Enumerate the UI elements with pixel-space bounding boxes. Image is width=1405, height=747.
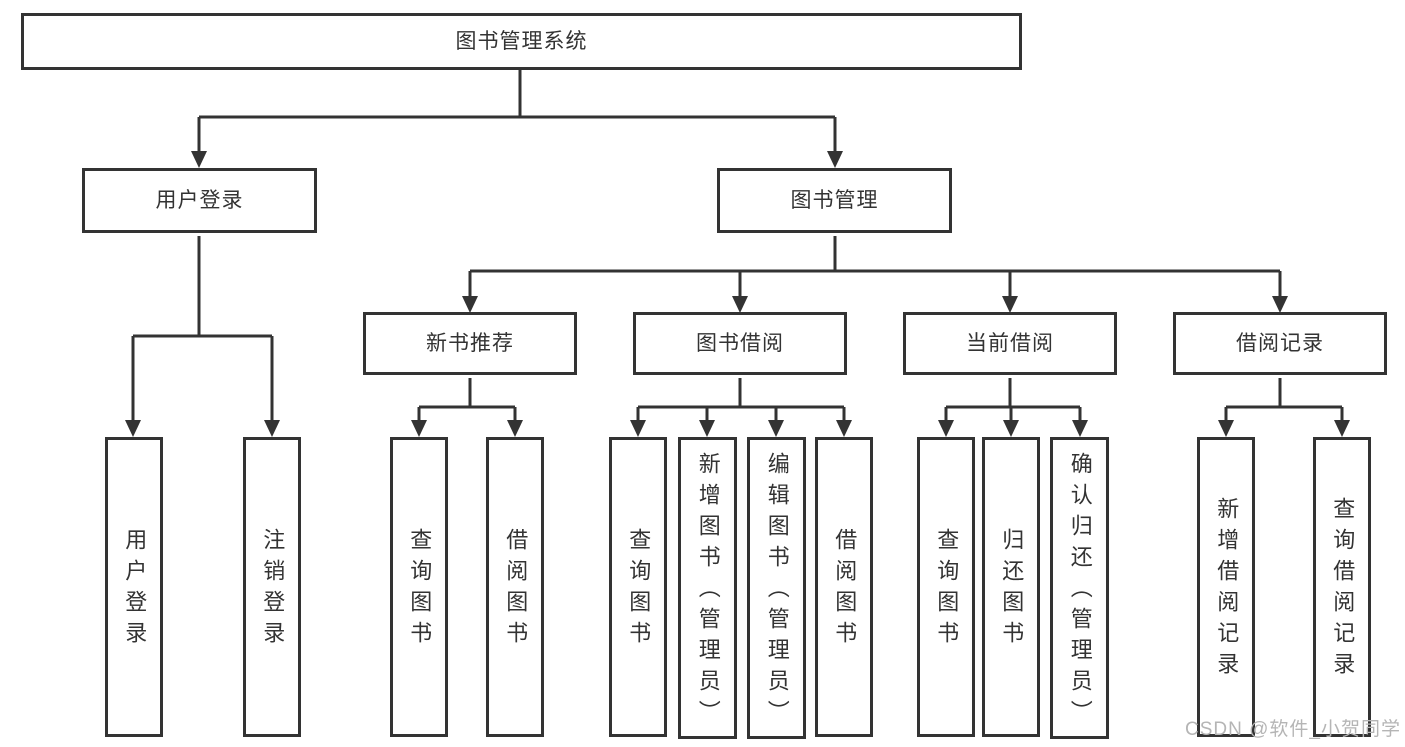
node-logout: 注销登录 — [243, 437, 301, 737]
node-query-books-recommend: 查询图书 — [390, 437, 448, 737]
node-borrowing-records: 借阅记录 — [1173, 312, 1387, 375]
arrowhead-down-icon — [191, 151, 207, 168]
connector-new-book-recommend-to-children — [411, 378, 523, 437]
node-new-book-recommend: 新书推荐 — [363, 312, 577, 375]
arrowhead-down-icon — [827, 151, 843, 168]
connector-current-borrowing-to-children — [938, 378, 1088, 437]
arrowhead-down-icon — [836, 420, 852, 437]
arrowhead-down-icon — [507, 420, 523, 437]
node-book-management: 图书管理 — [717, 168, 952, 233]
node-borrow-books-borrowing: 借阅图书 — [815, 437, 873, 737]
arrowhead-down-icon — [1003, 420, 1019, 437]
node-library-management-system: 图书管理系统 — [21, 13, 1022, 70]
arrowhead-down-icon — [1334, 420, 1350, 437]
node-book-borrowing: 图书借阅 — [633, 312, 847, 375]
connector-user-login-to-children — [125, 236, 280, 437]
node-edit-books-admin: 编辑图书（管理员） — [747, 437, 806, 739]
connector-borrowing-records-to-children — [1218, 378, 1350, 437]
arrowhead-down-icon — [630, 420, 646, 437]
node-confirm-return-admin: 确认归还（管理员） — [1050, 437, 1109, 739]
csdn-watermark: CSDN @软件_小贺同学 — [1185, 719, 1401, 740]
node-query-books-current: 查询图书 — [917, 437, 975, 737]
node-user-login-leaf: 用户登录 — [105, 437, 163, 737]
arrowhead-down-icon — [732, 296, 748, 313]
node-add-borrow-record: 新增借阅记录 — [1197, 437, 1255, 737]
arrowhead-down-icon — [411, 420, 427, 437]
node-borrow-books-recommend: 借阅图书 — [486, 437, 544, 737]
arrowhead-down-icon — [1218, 420, 1234, 437]
node-query-borrow-record: 查询借阅记录 — [1313, 437, 1371, 737]
arrowhead-down-icon — [768, 420, 784, 437]
arrowhead-down-icon — [1272, 296, 1288, 313]
node-query-books-borrowing: 查询图书 — [609, 437, 667, 737]
node-user-login: 用户登录 — [82, 168, 317, 233]
node-return-books: 归还图书 — [982, 437, 1040, 737]
node-add-books-admin: 新增图书（管理员） — [678, 437, 737, 739]
arrowhead-down-icon — [462, 296, 478, 313]
connector-book-management-to-level3 — [462, 236, 1288, 313]
arrowhead-down-icon — [699, 420, 715, 437]
connector-root-to-level2 — [191, 70, 843, 168]
arrowhead-down-icon — [938, 420, 954, 437]
arrowhead-down-icon — [125, 420, 141, 437]
arrowhead-down-icon — [264, 420, 280, 437]
arrowhead-down-icon — [1002, 296, 1018, 313]
connector-book-borrowing-to-children — [630, 378, 852, 437]
node-current-borrowing: 当前借阅 — [903, 312, 1117, 375]
arrowhead-down-icon — [1072, 420, 1088, 437]
